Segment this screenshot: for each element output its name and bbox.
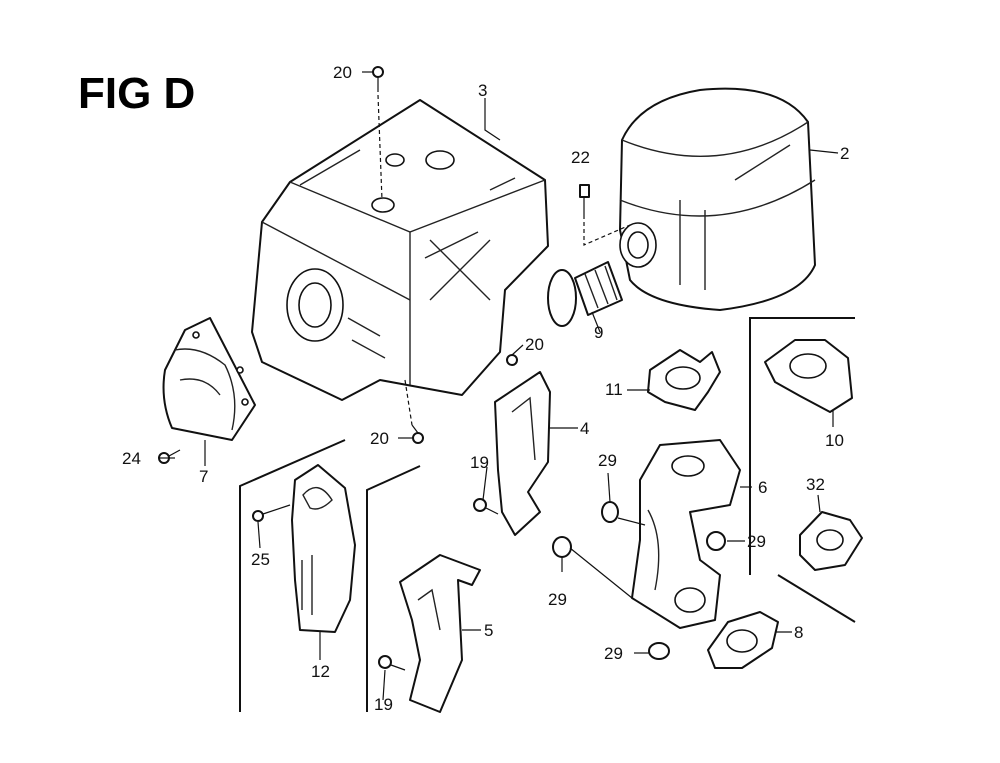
part-4-bracket bbox=[494, 371, 551, 536]
callout-24: 24 bbox=[122, 449, 141, 468]
part-10-gasket bbox=[764, 339, 853, 413]
part-7-cover bbox=[162, 317, 256, 441]
callout-11: 11 bbox=[605, 380, 623, 399]
callout-20-top: 20 bbox=[333, 63, 352, 82]
figure-title: FIG D bbox=[78, 69, 195, 118]
part-32-gasket bbox=[799, 511, 863, 571]
part-3-muffler-protector bbox=[251, 99, 549, 401]
callout-8: 8 bbox=[794, 623, 803, 642]
part-8-gasket bbox=[707, 611, 779, 669]
part-9-spark-arrester bbox=[547, 261, 623, 327]
callout-10: 10 bbox=[825, 431, 844, 450]
callout-22: 22 bbox=[571, 148, 590, 167]
callout-29-b: 29 bbox=[747, 532, 766, 551]
callout-6: 6 bbox=[758, 478, 767, 497]
callout-19-top: 19 bbox=[470, 453, 489, 472]
part-2-muffler bbox=[619, 87, 816, 311]
callout-25: 25 bbox=[251, 550, 270, 569]
callout-3: 3 bbox=[478, 81, 487, 100]
callout-7: 7 bbox=[199, 467, 208, 486]
callout-29-a: 29 bbox=[598, 451, 617, 470]
callout-labels: 3 2 20 20 20 22 4 11 10 7 24 25 12 5 19 … bbox=[122, 63, 849, 714]
callout-12: 12 bbox=[311, 662, 330, 681]
fasteners bbox=[158, 66, 726, 671]
callout-2: 2 bbox=[840, 144, 849, 163]
callout-4: 4 bbox=[580, 419, 589, 438]
part-11-gasket bbox=[647, 349, 721, 411]
part-6-exhaust-pipe bbox=[631, 439, 741, 629]
callout-29-c: 29 bbox=[548, 590, 567, 609]
callout-20-bottom: 20 bbox=[370, 429, 389, 448]
callout-5: 5 bbox=[484, 621, 493, 640]
part-12-heat-shield bbox=[291, 464, 356, 633]
callout-9: 9 bbox=[594, 323, 603, 342]
section-frames bbox=[239, 317, 856, 712]
callout-29-d: 29 bbox=[604, 644, 623, 663]
callout-19-bottom: 19 bbox=[374, 695, 393, 714]
callout-20-bracket: 20 bbox=[525, 335, 544, 354]
callout-leaders bbox=[160, 71, 839, 701]
part-5-bracket bbox=[399, 554, 481, 713]
callout-32: 32 bbox=[806, 475, 825, 494]
